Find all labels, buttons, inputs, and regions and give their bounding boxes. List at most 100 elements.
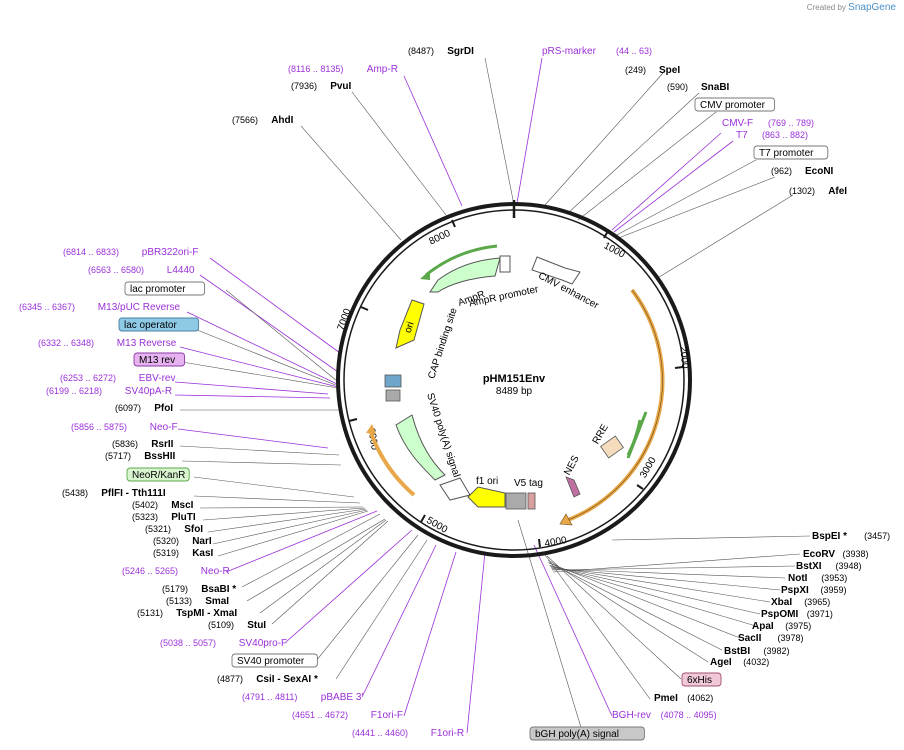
site-m13-reverse: (6332 .. 6348)M13 Reverse xyxy=(38,338,177,349)
rre-green-line xyxy=(626,411,648,459)
feature-name: 6xHis xyxy=(687,675,712,686)
enzyme-name: AhdI xyxy=(271,115,293,126)
feature-name: lac operator xyxy=(124,320,177,331)
primer-name: Neo-R xyxy=(201,566,230,577)
enzyme-position: (7566) xyxy=(232,115,258,125)
site-lac-promoter: lac promoter xyxy=(124,281,206,296)
site-prs-marker: pRS-marker(44 .. 63) xyxy=(542,46,652,57)
feature-name: CMV promoter xyxy=(700,100,766,111)
site-sgrdi: (8487)SgrDI xyxy=(408,46,474,57)
sv40-promoter-shape xyxy=(439,477,471,501)
feature-badge xyxy=(681,672,722,687)
site-noti: NotI(3953) xyxy=(788,573,847,584)
credit-prefix: Created by xyxy=(806,3,846,12)
feature-name: SV40 promoter xyxy=(237,656,305,667)
site-pmei: PmeI(4062) xyxy=(654,693,713,704)
ampr-green-arrowhead xyxy=(420,270,430,280)
enzyme-name: StuI xyxy=(247,620,266,631)
site-bstbi: BstBI(3982) xyxy=(724,646,790,657)
f1-ori-shape xyxy=(467,486,506,508)
feature-badge xyxy=(133,352,186,367)
site-cmv-promoter: CMV promoter xyxy=(694,97,776,112)
f1-ori-label: f1 ori xyxy=(476,476,498,487)
feature-badge xyxy=(118,317,200,332)
lac-feature-box xyxy=(384,374,402,388)
enzyme-name: AgeI xyxy=(710,657,732,668)
enzyme-name: PspXI xyxy=(781,585,809,596)
enzyme-name: KasI xyxy=(192,548,213,559)
enzyme-name: AfeI xyxy=(828,186,847,197)
site-stui: (5109)StuI xyxy=(208,620,266,631)
site-bsshii: (5717)BssHII xyxy=(105,451,176,462)
primer-range: (769 .. 789) xyxy=(768,118,814,128)
site-pvui: (7936)PvuI xyxy=(291,81,352,92)
enzyme-name: PluTI xyxy=(171,512,196,523)
primer-name: F1ori-R xyxy=(431,728,464,739)
site-agei: AgeI(4032) xyxy=(710,657,769,668)
enzyme-name: BstXI xyxy=(796,561,822,572)
enzyme-name: TspMI - XmaI xyxy=(176,608,237,619)
primer-range: (8116 .. 8135) xyxy=(288,64,343,74)
enzyme-position: (962) xyxy=(771,166,792,176)
site-ahdi: (7566) AhdI xyxy=(232,115,294,126)
site-snabi: (590)SnaBI xyxy=(667,82,730,93)
enzyme-name: EcoRV xyxy=(803,549,835,560)
enzyme-name: SacII xyxy=(738,633,762,644)
snapgene-logo: SnapGene xyxy=(848,2,896,13)
primer-name: Neo-F xyxy=(150,422,178,433)
nes-shape xyxy=(565,476,581,498)
enzyme-name: PvuI xyxy=(330,81,351,92)
feature-badge xyxy=(124,281,206,296)
primer-range: (6814 .. 6833) xyxy=(63,247,119,257)
site-neo-f: (5856 .. 5875)Neo-F xyxy=(71,422,178,433)
cap-feature-box xyxy=(385,389,401,402)
v5-tag-label: V5 tag xyxy=(514,478,543,489)
primer-range: (5038 .. 5057) xyxy=(160,638,216,648)
neo-arrowhead xyxy=(366,424,376,434)
primer-name: SV40pro-F xyxy=(239,638,287,649)
feature-badge xyxy=(753,145,829,160)
site-bgh-rev: BGH-rev(4078 .. 4095) xyxy=(612,710,717,721)
enzyme-name: NarI xyxy=(192,536,212,547)
primer-name: M13/pUC Reverse xyxy=(98,302,181,313)
enzyme-name: MscI xyxy=(171,500,193,511)
enzyme-position: (3948) xyxy=(836,561,862,571)
primer-range: (6563 .. 6580) xyxy=(88,265,144,275)
site-f1ori-f: (4651 .. 4672)F1ori-F xyxy=(292,710,403,721)
enzyme-position: (5836) xyxy=(112,439,138,449)
site-lac-operator: lac operator xyxy=(118,317,200,332)
rre-box xyxy=(600,435,624,459)
site-amp-r: (8116 .. 8135)Amp-R xyxy=(288,64,398,75)
site-neo-r: (5246 .. 5265)Neo-R xyxy=(122,566,230,577)
site-nari: (5320)NarI xyxy=(153,536,212,547)
site-sv40pa-r: (6199 .. 6218)SV40pA-R xyxy=(46,386,172,397)
site-l4440: (6563 .. 6580) L4440 xyxy=(88,265,195,276)
ampr-shape xyxy=(429,257,501,293)
feature-name: lac promoter xyxy=(130,284,186,295)
site-t7-promoter: T7 promoter xyxy=(753,145,829,160)
site-bsabi: (5179)BsaBI * xyxy=(162,584,236,595)
primer-range: (4651 .. 4672) xyxy=(292,710,348,720)
v5-tag-box xyxy=(527,492,536,510)
site-apai: ApaI(3975) xyxy=(752,621,811,632)
primer-range: (6199 .. 6218) xyxy=(46,386,102,396)
enzyme-position: (3982) xyxy=(764,646,790,656)
primer-name: L4440 xyxy=(167,265,195,276)
feature-name: T7 promoter xyxy=(759,148,814,159)
site-sv40pro-f: (5038 .. 5057) SV40pro-F xyxy=(160,638,287,649)
site-msci: (5402)MscI xyxy=(132,500,194,511)
site-6xhis: 6xHis xyxy=(681,672,722,687)
primer-name: pBABE 3' xyxy=(321,692,364,703)
enzyme-name: ApaI xyxy=(752,621,774,632)
feature-badge xyxy=(231,653,318,668)
feature-badge xyxy=(126,467,190,482)
enzyme-name: BsaBI * xyxy=(201,584,236,595)
ampr-promoter-shape xyxy=(499,255,511,273)
enzyme-name: SgrDI xyxy=(447,46,474,57)
enzyme-name: EcoNI xyxy=(805,166,834,177)
enzyme-position: (5323) xyxy=(132,512,158,522)
enzyme-name: SmaI xyxy=(205,596,229,607)
enzyme-name: SnaBI xyxy=(701,82,730,93)
